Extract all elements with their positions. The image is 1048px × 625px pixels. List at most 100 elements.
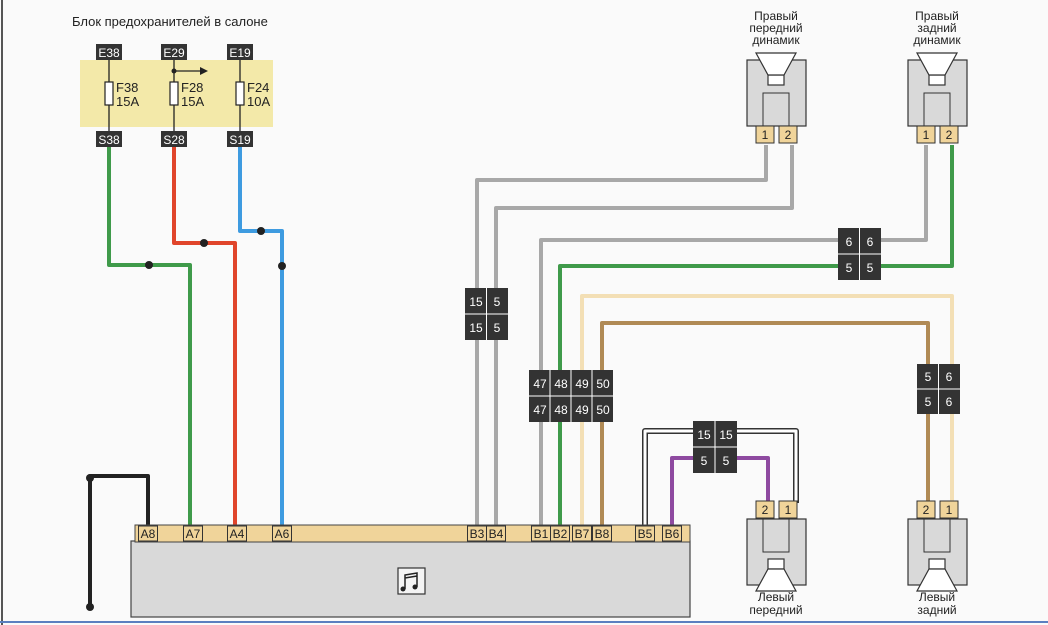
head-unit-pin [662,525,682,542]
fuse-output-label: S28 [163,133,185,147]
fuse-output-label: S38 [98,133,120,147]
head-unit-pin [486,525,506,542]
svg-text:5: 5 [925,370,932,384]
svg-text:15: 15 [719,428,733,442]
head-unit-pin-label: B4 [489,527,504,541]
speaker-pin-label: 1 [946,503,953,517]
head-unit-pin [572,525,592,542]
head-unit-pin-label: B3 [470,527,485,541]
speaker-label: передний [749,603,802,617]
svg-text:15: 15 [697,428,711,442]
head-unit-pin-label: B6 [665,527,680,541]
head-unit-pin-label: B2 [553,527,568,541]
speaker-pin [916,500,936,519]
fuse-f38 [104,81,114,106]
speaker-pin [778,125,798,144]
svg-text:49: 49 [575,377,589,391]
fuse-block-title: Блок предохранителей в салоне [72,14,268,29]
svg-text:5: 5 [867,261,874,275]
wire-blue-power [238,147,284,527]
speaker-pin [778,500,798,519]
head-unit-pin [592,525,612,542]
fuse-rating: 15A [116,94,139,109]
music-note-glyph [404,572,418,589]
fuse-rating: 15A [181,94,204,109]
speaker-pin [755,125,775,144]
head-unit-pin-label: A6 [275,527,290,541]
head-unit-pin [550,525,570,542]
fuse-output-label: S19 [229,133,251,147]
wire-red-power [172,147,237,527]
head-unit-pin-label: A8 [141,527,156,541]
head-unit-pin-label: B8 [595,527,610,541]
head-unit-pin [183,525,203,542]
fuse-name: F24 [247,80,269,95]
speaker-label: задний [917,603,956,617]
speaker-pin-label: 1 [785,503,792,517]
speaker-icon [754,52,798,76]
connector-15-15: 15 15 5 5 [693,421,737,473]
head-unit-pin [227,525,247,542]
speaker-label: задний [917,21,956,35]
wire-brown-b8 [600,321,930,527]
head-unit-pin [272,525,292,542]
svg-text:50: 50 [596,377,610,391]
speaker-pin [916,125,936,144]
head-unit-pin-label: A4 [230,527,245,541]
speaker-label: Левый [758,590,794,604]
head-unit-pin-label: A7 [186,527,201,541]
svg-text:6: 6 [946,395,953,409]
fuse-input-label: E19 [229,46,251,60]
head-unit-pin [635,525,655,542]
speaker-pin-label: 2 [785,128,792,142]
speaker-label: передний [749,21,802,35]
speaker-pin-label: 2 [923,503,930,517]
svg-text:5: 5 [723,454,730,468]
fuse-name: F28 [181,80,203,95]
speaker-pin-label: 2 [946,128,953,142]
svg-text:48: 48 [554,403,568,417]
svg-text:15: 15 [469,295,483,309]
fuse-f28 [169,81,179,106]
fuse-name: F38 [116,80,138,95]
speaker-label: Правый [754,9,798,23]
wire-gray-b4 [494,145,794,527]
svg-text:47: 47 [533,377,547,391]
speaker-pin-label: 1 [762,128,769,142]
speaker-icon [754,568,798,592]
speaker-label: Левый [919,590,955,604]
wire-gray-b3 [475,145,768,527]
fuse-input-label: E29 [163,46,185,60]
speaker-label: Правый [915,9,959,23]
arrow-icon [200,67,208,75]
svg-text:48: 48 [554,377,568,391]
svg-text:6: 6 [846,235,853,249]
svg-text:6: 6 [867,235,874,249]
fuse-input-label: E38 [98,46,120,60]
speaker-pin-label: 2 [762,503,769,517]
head-unit-pin-label: B7 [575,527,590,541]
svg-text:47: 47 [533,403,547,417]
speaker-label: динамик [913,33,961,47]
svg-text:5: 5 [494,295,501,309]
svg-text:6: 6 [946,370,953,384]
fuse-f24 [235,81,245,106]
wire-green-power [107,147,192,527]
svg-text:49: 49 [575,403,589,417]
svg-text:5: 5 [494,321,501,335]
head-unit-pin-label: B5 [638,527,653,541]
svg-text:5: 5 [701,454,708,468]
speaker-pin-label: 1 [923,128,930,142]
speaker-pin [939,500,959,519]
speaker-label: динамик [752,33,800,47]
fuse-rating: 10A [247,94,270,109]
